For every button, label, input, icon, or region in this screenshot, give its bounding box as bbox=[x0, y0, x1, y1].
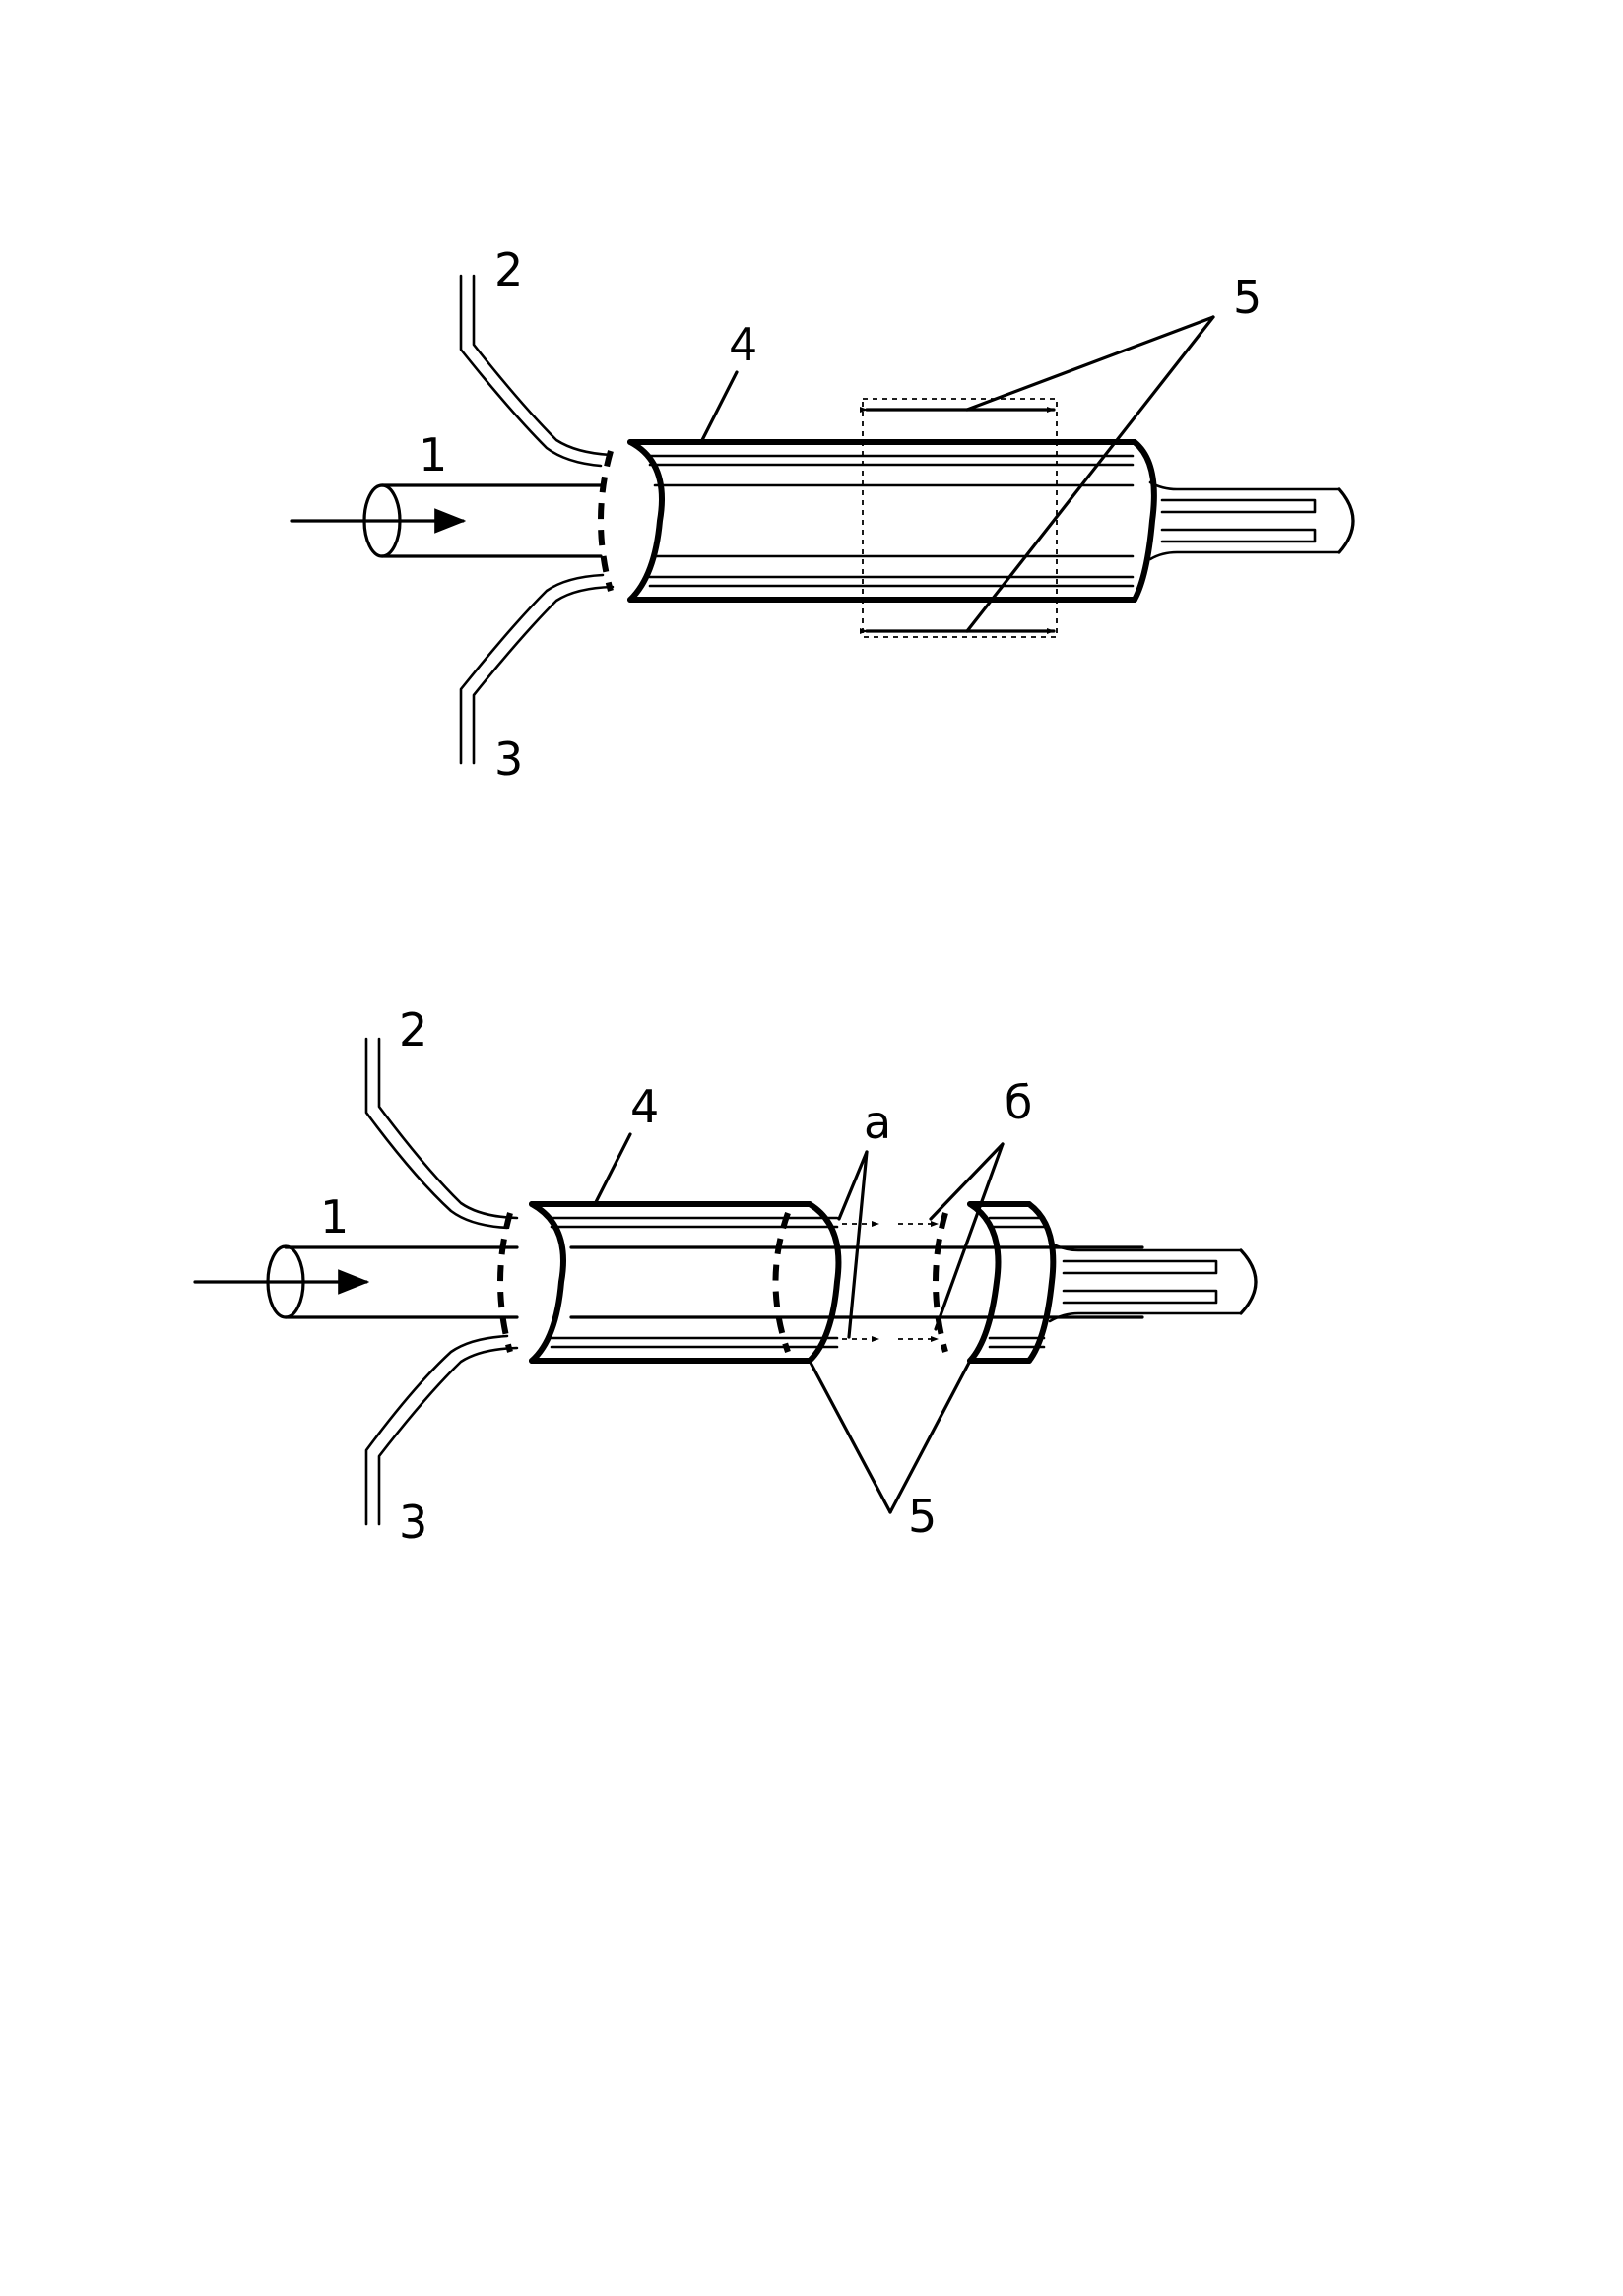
label-2: 2 bbox=[494, 243, 523, 296]
input-fiber-1 bbox=[290, 483, 603, 558]
label-5: 5 bbox=[908, 1490, 937, 1543]
coupler-right-section bbox=[933, 1201, 1057, 1364]
bottom-figure: 1 2 3 4 5 a б bbox=[193, 1003, 1258, 1549]
label-3: 3 bbox=[494, 733, 523, 786]
region-5-markers bbox=[699, 315, 1215, 638]
coupler-body-4 bbox=[598, 439, 1157, 603]
label-1: 1 bbox=[320, 1190, 349, 1244]
label-a: a bbox=[864, 1096, 891, 1149]
output-fiber bbox=[1148, 480, 1355, 561]
fiber-3 bbox=[459, 573, 615, 765]
label-4: 4 bbox=[630, 1080, 659, 1133]
fiber-3 bbox=[364, 1334, 519, 1526]
label-4: 4 bbox=[729, 318, 757, 371]
top-figure: 1 2 3 4 5 bbox=[290, 243, 1355, 786]
output-fiber bbox=[1048, 1241, 1258, 1323]
label-1: 1 bbox=[419, 428, 447, 481]
fiber-2 bbox=[459, 274, 613, 468]
label-b: б bbox=[1005, 1076, 1032, 1129]
gap-arrows bbox=[842, 1221, 939, 1342]
label-3: 3 bbox=[399, 1496, 427, 1549]
label-5: 5 bbox=[1233, 271, 1262, 324]
label-2: 2 bbox=[399, 1003, 427, 1056]
leader-lines bbox=[593, 1132, 1005, 1514]
fiber-2 bbox=[364, 1037, 519, 1230]
coupler-body-4 bbox=[497, 1201, 842, 1364]
